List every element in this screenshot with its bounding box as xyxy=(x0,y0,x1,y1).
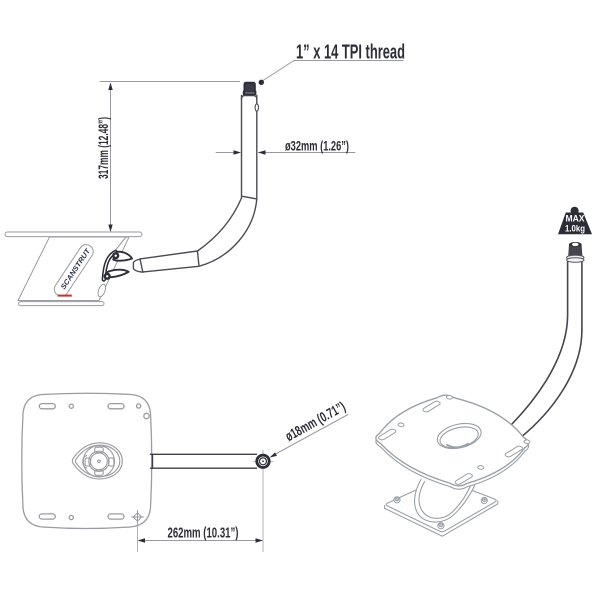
svg-text:MAX: MAX xyxy=(566,214,586,225)
svg-text:262mm (10.31”): 262mm (10.31”) xyxy=(168,525,239,542)
svg-text:ø18mm (0.71”): ø18mm (0.71”) xyxy=(282,398,347,444)
svg-text:ø32mm (1.26”): ø32mm (1.26”) xyxy=(285,138,349,154)
svg-text:1.0kg: 1.0kg xyxy=(565,223,585,234)
svg-text:317mm (12.48”): 317mm (12.48”) xyxy=(95,117,111,179)
svg-text:1” x 14 TPI thread: 1” x 14 TPI thread xyxy=(296,42,405,64)
